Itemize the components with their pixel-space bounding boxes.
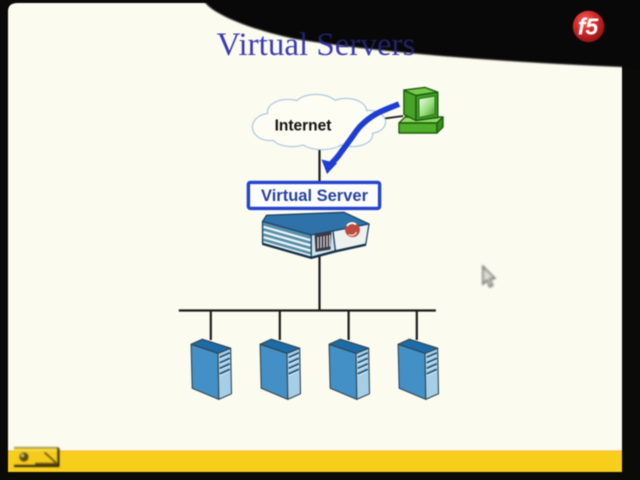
svg-text:f5: f5 [578, 14, 600, 40]
svg-text:Virtual Server: Virtual Server [261, 187, 369, 205]
svg-text:Internet: Internet [275, 118, 332, 135]
